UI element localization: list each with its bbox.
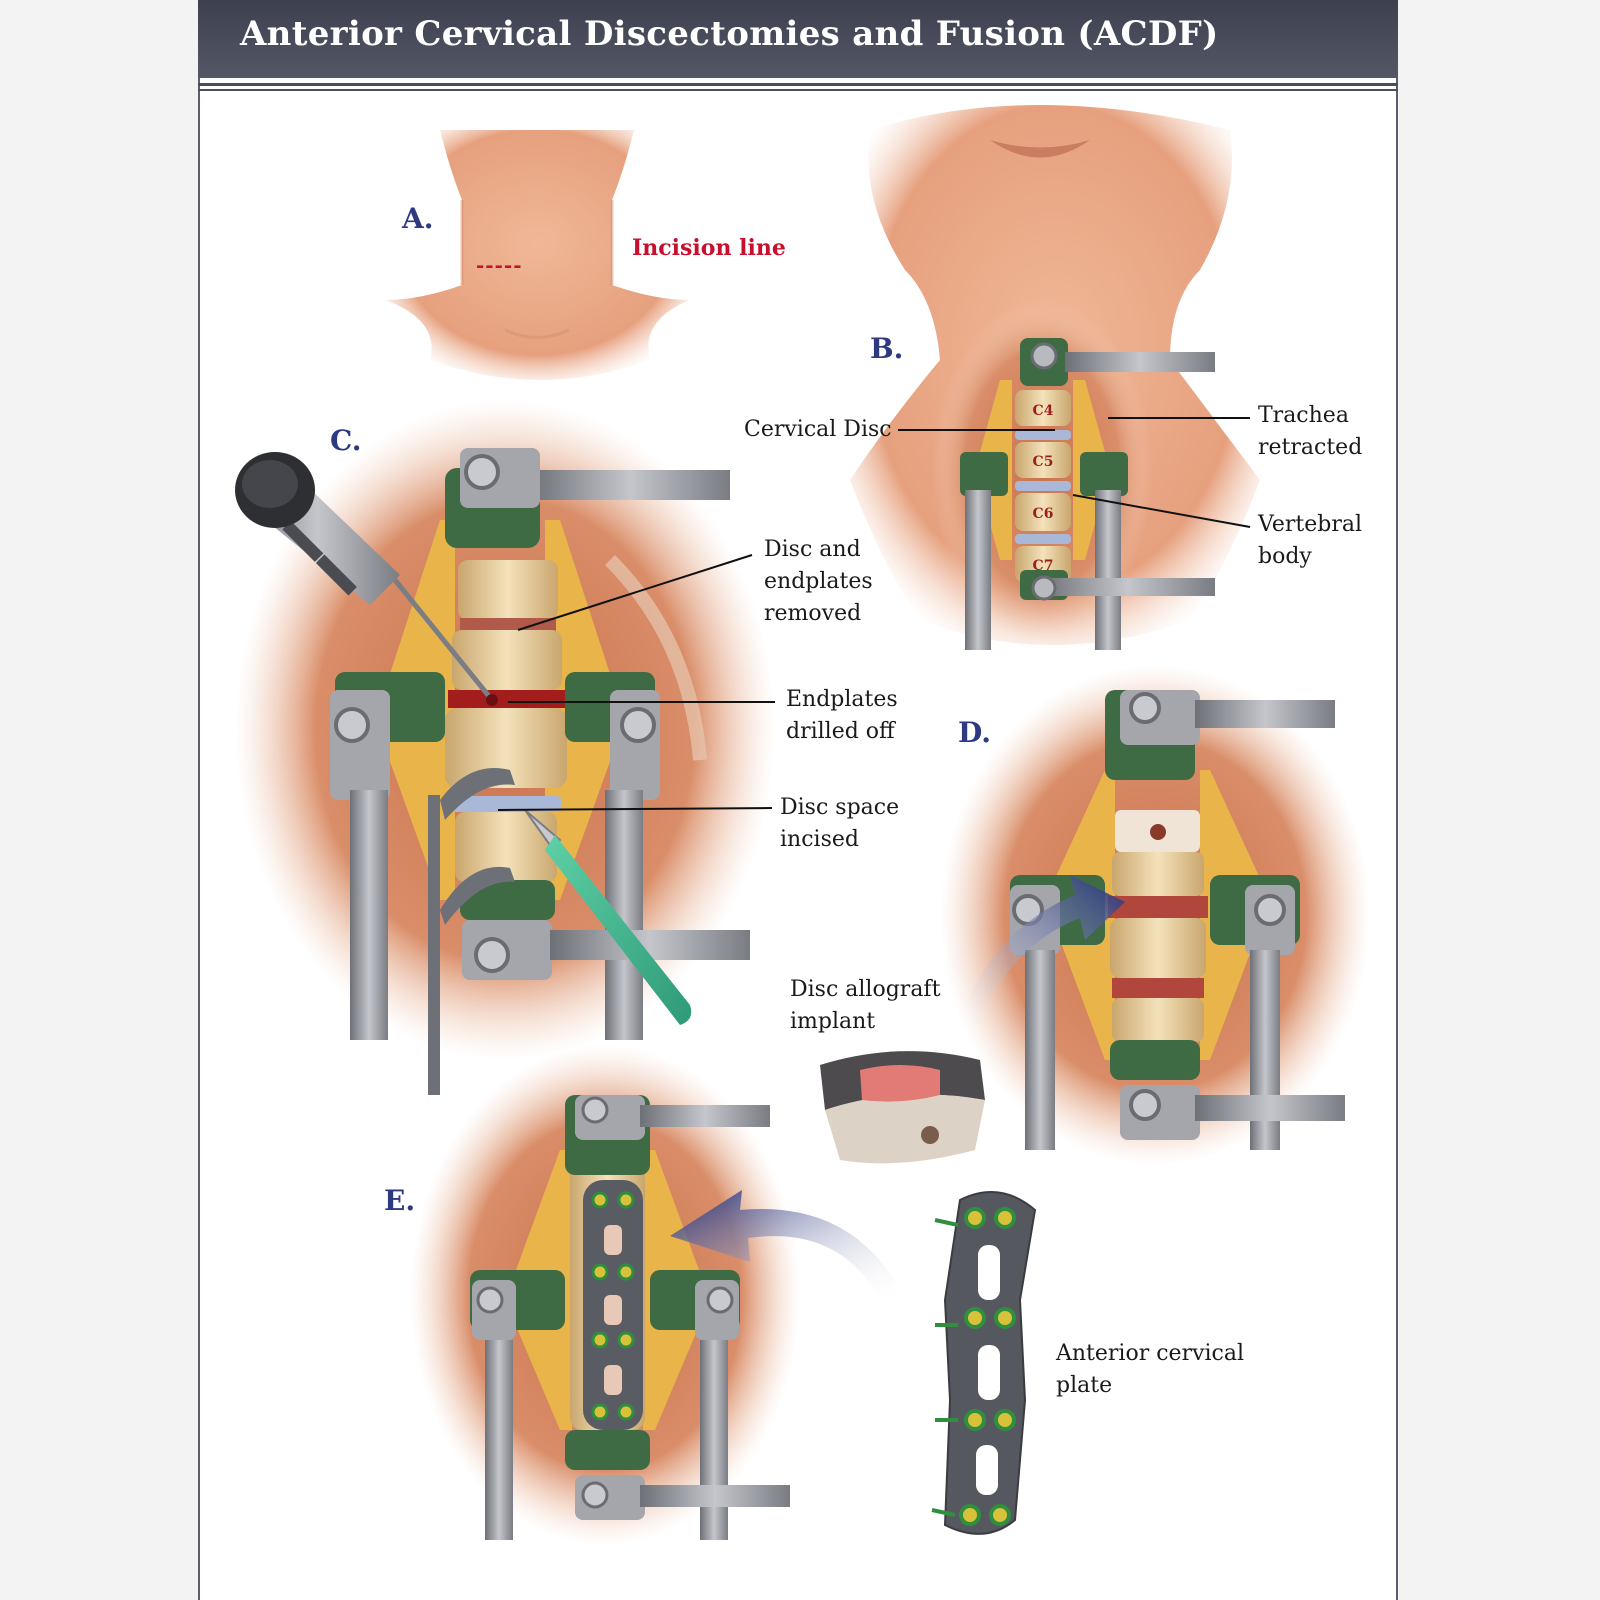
vertebral-label-line2: body (1258, 544, 1312, 569)
incision-line-label: Incision line (632, 235, 786, 261)
panel-label-c: C. (330, 424, 362, 457)
incision-mark: ----- (476, 253, 523, 277)
plate-label-line1: Anterior cervical (1056, 1341, 1245, 1366)
incised-label-line2: incised (780, 827, 859, 852)
panel-label-b: B. (870, 332, 904, 365)
title-rule-1 (198, 83, 1398, 86)
vertebra-c7: C7 (1033, 558, 1054, 574)
drilled-label-line2: drilled off (786, 719, 895, 744)
panel-d-allograft (820, 665, 1370, 1165)
panel-label-a: A. (402, 202, 434, 235)
removed-label-line2: endplates (764, 569, 873, 594)
panel-label-d: D. (958, 716, 992, 749)
removed-label-line1: Disc and (764, 537, 861, 562)
allograft-label-line2: implant (790, 1009, 876, 1034)
removed-label-line3: removed (764, 601, 862, 626)
title-rule-2 (198, 89, 1398, 91)
drilled-label-line1: Endplates (786, 687, 898, 712)
trachea-label-line2: retracted (1258, 435, 1363, 460)
incised-label-line1: Disc space (780, 795, 900, 820)
panel-a-neck (385, 130, 690, 380)
scalpel-instrument (524, 809, 692, 1025)
vertebra-c6: C6 (1033, 506, 1054, 522)
drill-instrument (235, 452, 498, 706)
vertebra-c5: C5 (1033, 454, 1054, 470)
panel-e-plate (410, 1045, 1037, 1545)
cervical-disc-label: Cervical Disc (744, 417, 892, 442)
poster-title: Anterior Cervical Discectomies and Fusio… (240, 14, 1219, 54)
panel-label-e: E. (384, 1184, 416, 1217)
vertebral-label-line1: Vertebral (1258, 512, 1363, 537)
panel-c-discectomy (235, 400, 775, 1095)
trachea-label-line1: Trachea (1258, 403, 1349, 428)
title-bar: Anterior Cervical Discectomies and Fusio… (198, 0, 1398, 78)
vertebra-c4: C4 (1033, 403, 1054, 419)
allograft-label-line1: Disc allograft (790, 977, 941, 1002)
plate-label-line2: plate (1056, 1373, 1113, 1398)
allograft-implant (820, 1051, 985, 1164)
panel-b-exposure: C4 C5 C6 C7 (850, 105, 1260, 650)
anterior-cervical-plate (931, 1191, 1037, 1535)
leader-lines (497, 417, 1251, 811)
